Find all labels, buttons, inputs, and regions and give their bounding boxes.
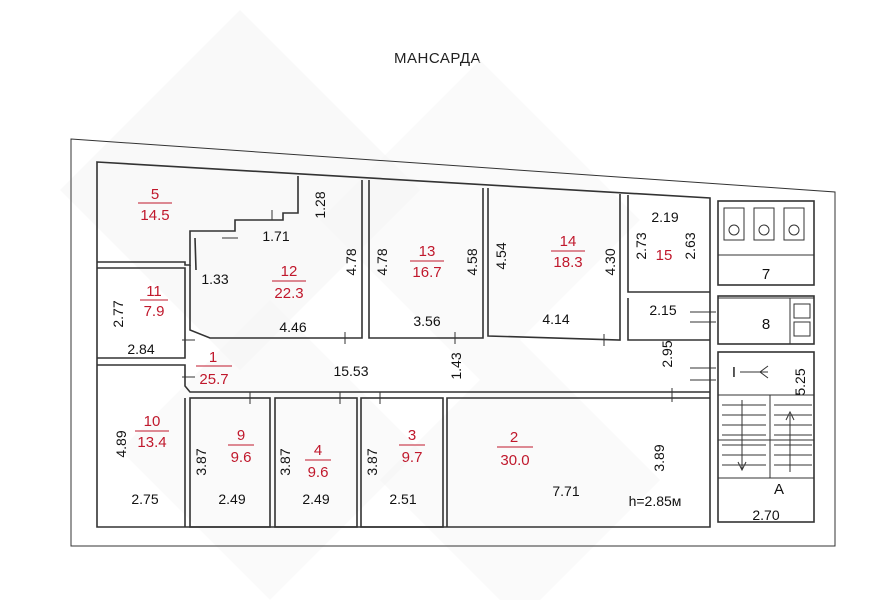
dim-3-87-b: 3.87 [277,448,293,475]
stair-label-a: А [774,481,784,498]
dim-1-43: 1.43 [448,352,464,379]
dimension-labels: 1.28 1.71 1.33 4.78 4.46 4.78 4.58 3.56 … [110,191,808,523]
room-area-12: 22.3 [274,285,303,302]
dim-2-51: 2.51 [389,491,416,507]
room-area-13: 16.7 [412,264,441,281]
room-area-3: 9.7 [402,449,423,466]
room-number-4: 4 [314,442,322,459]
dim-2-75: 2.75 [131,491,158,507]
dim-2-15: 2.15 [649,302,676,318]
dim-15-53: 15.53 [333,363,368,379]
room-number-11: 11 [146,283,162,300]
ceiling-height-note: h=2.85м [629,493,682,509]
dim-3-87-a: 3.87 [193,448,209,475]
room-number-3: 3 [408,427,416,444]
dim-3-56: 3.56 [413,313,440,329]
dim-4-89: 4.89 [113,430,129,457]
dim-4-30: 4.30 [602,248,618,275]
dim-2-49-b: 2.49 [302,491,329,507]
dim-4-58: 4.58 [464,248,480,275]
dim-2-49-a: 2.49 [218,491,245,507]
dim-4-78-a: 4.78 [343,248,359,275]
room-label-7: 7 [762,266,770,283]
dim-3-89: 3.89 [651,444,667,471]
room-number-5: 5 [151,186,159,203]
dim-2-77: 2.77 [110,300,126,327]
room-number-13: 13 [419,243,436,260]
dim-5-25: 5.25 [792,368,808,395]
dim-4-78-b: 4.78 [374,248,390,275]
dim-4-46: 4.46 [279,319,306,335]
room-labels: 5 14.5 12 22.3 13 16.7 14 18.3 15 11 7.9… [135,186,672,481]
dim-1-28: 1.28 [312,191,328,218]
dim-2-19: 2.19 [651,209,678,225]
door-marks [182,210,716,404]
room-area-11: 7.9 [144,303,165,320]
room-number-2: 2 [510,429,518,446]
dim-2-84: 2.84 [127,341,154,357]
floor-title: МАНСАРДА [393,50,481,67]
room-number-1: 1 [209,349,217,366]
dim-3-87-c: 3.87 [364,448,380,475]
room-area-4: 9.6 [308,464,329,481]
outer-boundary [70,138,836,547]
stair-label-roman: I [732,364,736,381]
room-area-1: 25.7 [199,371,228,388]
dim-4-54: 4.54 [493,242,509,269]
room-number-10: 10 [144,413,161,430]
room-walls [97,176,710,528]
toilet-fixtures [723,207,811,337]
room-area-10: 13.4 [137,434,166,451]
room-number-9: 9 [237,427,245,444]
room-number-15: 15 [656,247,673,264]
room-area-9: 9.6 [231,449,252,466]
main-block-outline [96,161,711,528]
room-label-8: 8 [762,316,770,333]
room-number-14: 14 [560,233,577,250]
dim-2-63: 2.63 [682,232,698,259]
dim-2-95: 2.95 [659,340,675,367]
dim-2-73: 2.73 [633,232,649,259]
service-labels: 7 8 I А [732,266,784,498]
dim-4-14: 4.14 [542,311,569,327]
dim-7-71: 7.71 [552,483,579,499]
room-area-14: 18.3 [553,254,582,271]
room-number-12: 12 [281,263,298,280]
dim-1-71: 1.71 [262,228,289,244]
room-area-2: 30.0 [500,452,529,469]
stair-block [717,200,815,523]
dim-1-33: 1.33 [201,271,228,287]
dim-2-70: 2.70 [752,507,779,523]
room-area-5: 14.5 [140,207,169,224]
